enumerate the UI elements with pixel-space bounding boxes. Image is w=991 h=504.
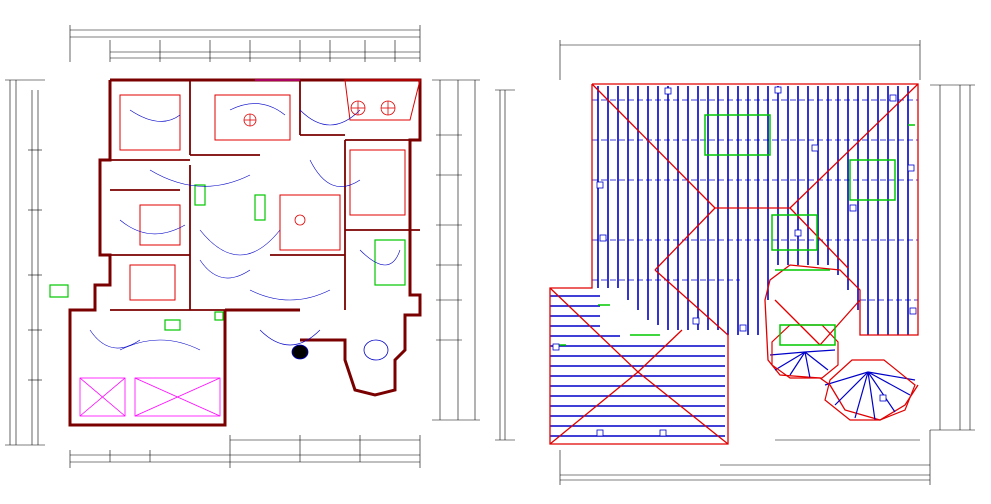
electrical-floor-plan [5,25,480,468]
rafter-ties [592,99,918,301]
roof-dimension-lines [495,40,975,485]
partitions [119,79,421,301]
beam-markers [552,86,917,437]
right-dimension-lines [432,79,480,421]
turret-rafters [769,349,916,421]
garage-fixtures [79,79,300,417]
rafters-main [597,86,909,335]
top-dimension-lines [69,25,421,62]
interior-walls [110,80,420,311]
ceiling-fan-icon [243,100,396,226]
wiring-circuits [89,103,401,351]
left-dimension-lines [5,79,45,446]
roof-framing-plan [495,40,975,485]
turret-outline [771,324,916,421]
bay-window [291,339,389,361]
equipment-boxes [49,184,406,331]
bottom-dimension-lines [69,435,421,468]
skylights [556,114,915,346]
